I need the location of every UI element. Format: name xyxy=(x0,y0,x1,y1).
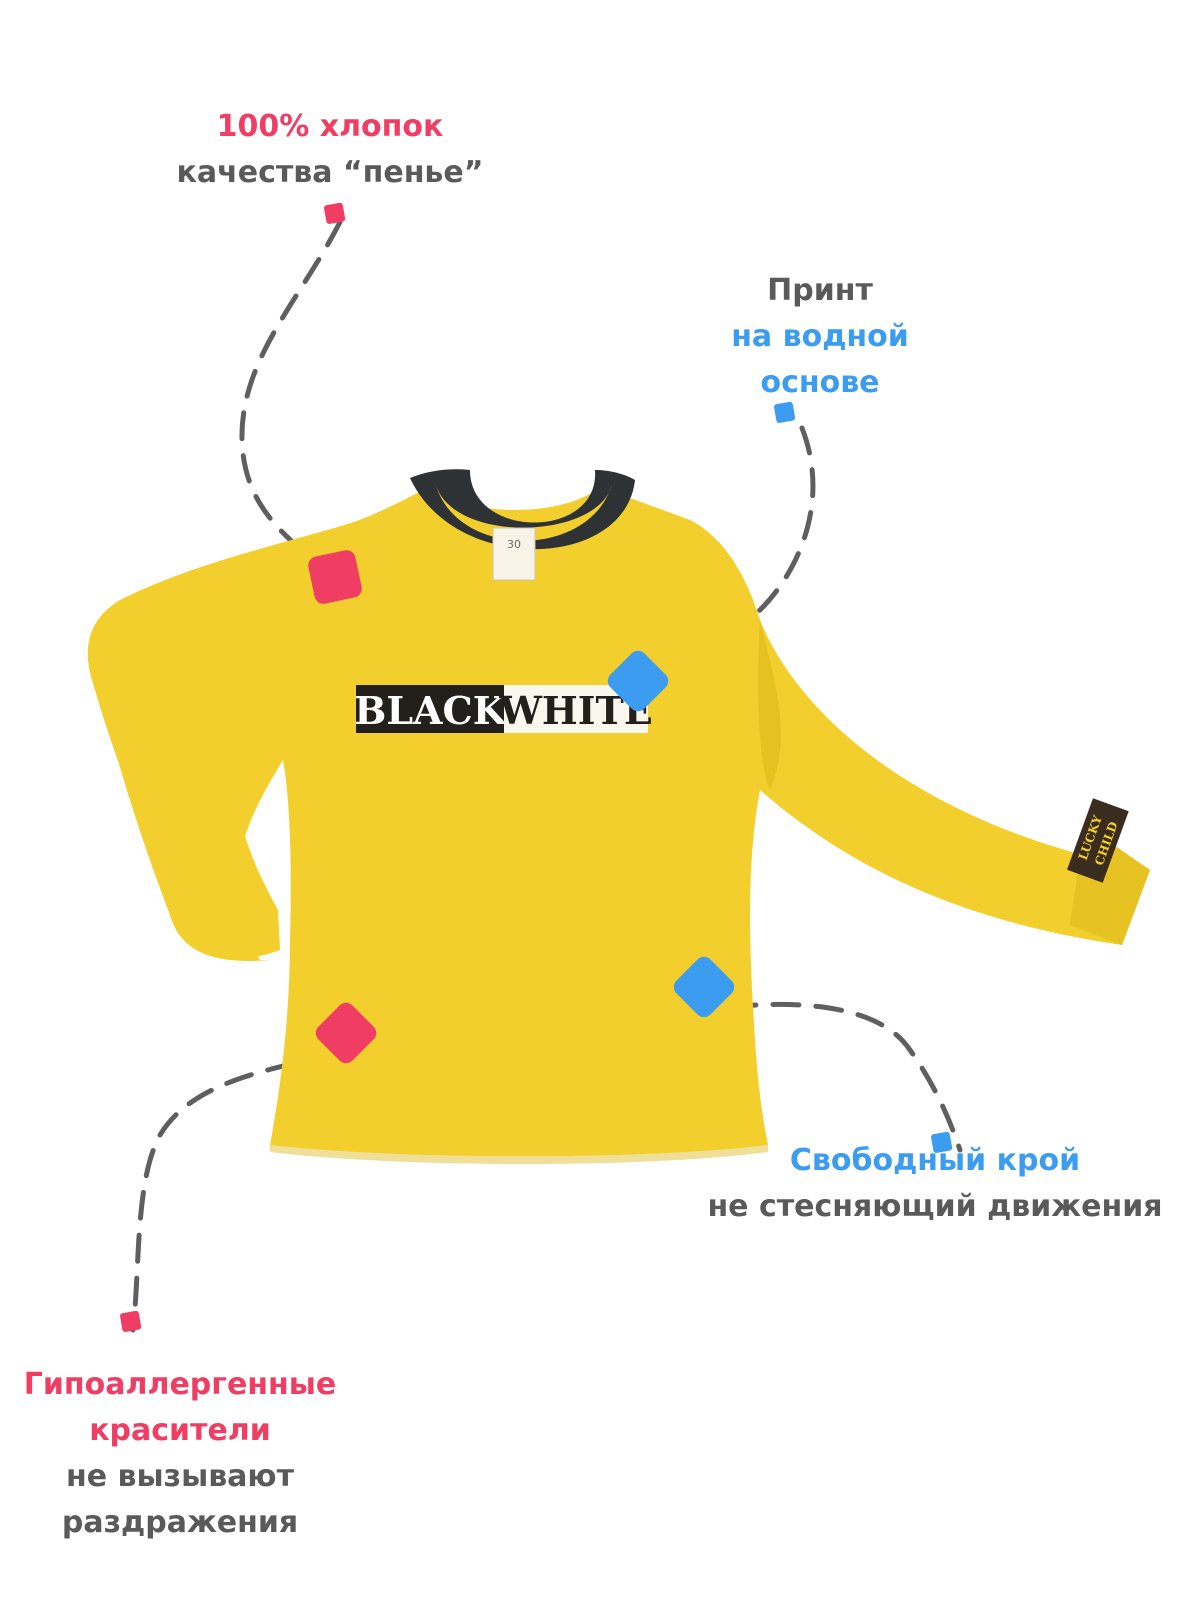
callout-dyes-description-1: не вызывают xyxy=(66,1459,294,1494)
marker-fit-large xyxy=(673,956,735,1018)
callout-fit-highlight: Свободный крой xyxy=(789,1143,1081,1178)
shirt-collar xyxy=(410,469,635,550)
marker-dyes-large xyxy=(315,1002,377,1064)
callout-fit: Свободный крой не стесняющий движения xyxy=(690,1138,1180,1230)
shirt-body xyxy=(90,487,1150,1157)
callout-dyes-description-2: раздражения xyxy=(61,1505,299,1540)
marker-dyes-small xyxy=(120,1310,142,1332)
shirt-left-sleeve xyxy=(87,520,360,959)
sleeve-tag-patch xyxy=(1067,798,1129,883)
shirt-illustration: 30 BLACK WHITE LUCKY CHILD xyxy=(87,469,1150,1164)
marker-print-small xyxy=(774,401,796,423)
callout-cotton-description: качества “пенье” xyxy=(176,155,484,190)
marker-print-large xyxy=(607,650,669,712)
connector-fit xyxy=(727,1001,963,1153)
callout-dyes-highlight-1: Гипоаллергенные xyxy=(23,1367,337,1402)
callout-cotton-highlight: 100% хлопок xyxy=(216,109,444,144)
marker-cotton-small xyxy=(324,202,346,224)
connector-dyes xyxy=(130,1052,338,1333)
connector-cotton xyxy=(239,219,343,581)
shirt-sleeve-shadow xyxy=(758,620,781,790)
neck-label-size: 30 xyxy=(507,538,521,551)
callout-cotton: 100% хлопок качества “пенье” xyxy=(160,104,500,196)
shirt-collar-inner xyxy=(435,482,612,541)
endpoint-markers xyxy=(120,202,953,1332)
chest-print-black-block xyxy=(356,685,504,733)
callout-fit-description: не стесняющий движения xyxy=(707,1189,1163,1224)
chest-print: BLACK WHITE xyxy=(354,685,653,733)
callout-dyes: Гипоаллергенные красители не вызывают ра… xyxy=(10,1362,350,1546)
shirt-hem-shadow xyxy=(270,1145,768,1164)
callout-dyes-highlight-2: красители xyxy=(89,1413,271,1448)
marker-cotton-large xyxy=(308,550,362,604)
feature-markers xyxy=(308,550,735,1064)
neck-label xyxy=(492,527,536,581)
callout-print: Принт на водной основе xyxy=(690,268,950,406)
chest-print-black-word: BLACK xyxy=(354,688,508,733)
callout-print-highlight-2: основе xyxy=(760,365,880,400)
callout-print-highlight-1: на водной xyxy=(731,319,909,354)
callout-print-title: Принт xyxy=(767,273,873,308)
marker-fit-small xyxy=(931,1131,953,1153)
